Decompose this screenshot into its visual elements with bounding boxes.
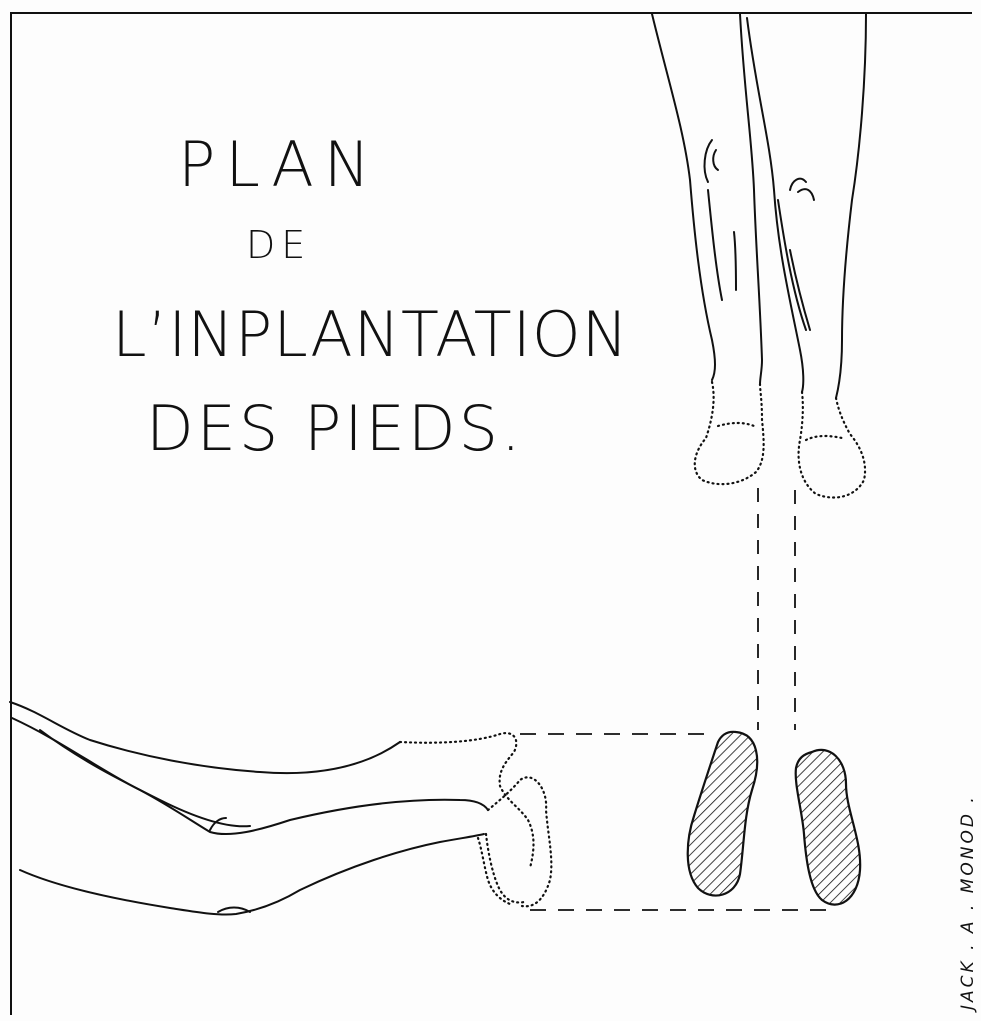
left-footprint	[688, 732, 757, 896]
lower-foot-dotted	[488, 777, 551, 906]
horizontal-projection-lines	[520, 734, 826, 910]
right-foot-dotted	[799, 392, 865, 498]
artist-signature: JACK . A . MONOD .	[958, 794, 978, 1010]
right-leg-outer	[836, 14, 866, 398]
standing-legs	[652, 14, 866, 398]
left-foot-dotted	[695, 382, 764, 484]
vertical-projection-lines	[758, 488, 795, 730]
upper-leg-bottom	[12, 718, 488, 834]
lying-feet	[400, 733, 551, 906]
left-leg-outer	[652, 14, 715, 380]
lower-leg-shin	[20, 834, 484, 915]
standing-feet	[695, 382, 865, 498]
lying-legs	[10, 702, 488, 915]
right-footprint	[796, 750, 860, 905]
lower-leg-top	[40, 730, 250, 826]
footprints	[688, 732, 860, 905]
left-leg-inner	[740, 14, 762, 384]
upper-leg-top	[10, 702, 400, 773]
